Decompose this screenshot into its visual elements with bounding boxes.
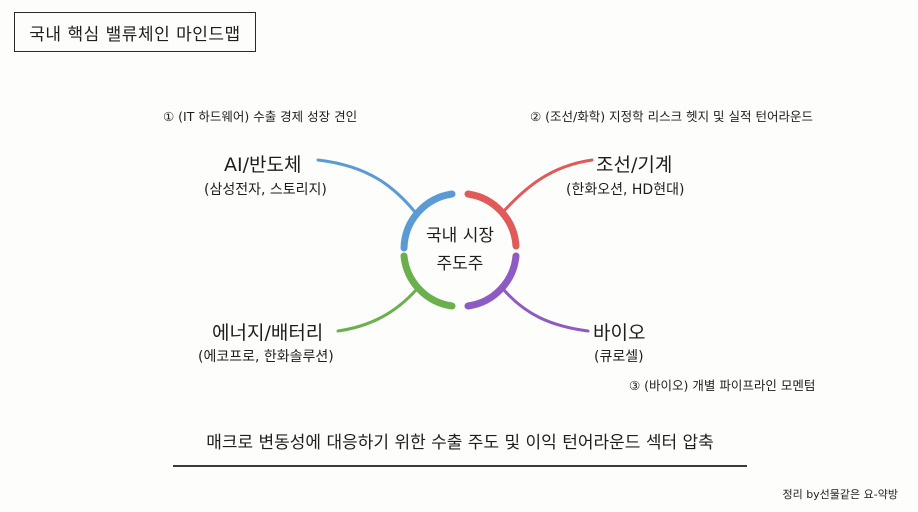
page-title: 국내 핵심 밸류체인 마인드맵 [14,12,256,52]
center-line-1: 국내 시장 [426,226,494,246]
branch-line-energy [336,288,418,333]
branch-line-ship [501,158,594,214]
branch-line-bio [502,288,590,333]
center-node: 국내 시장 주도주 [400,222,520,278]
branch-energy-title: 에너지/배터리 [212,322,324,344]
branch-ship-title: 조선/기계 [596,154,673,176]
ring-arc-red [464,190,520,250]
note-bio: ③ (바이오) 개별 파이프라인 모멘텀 [629,378,816,393]
branch-bio-sub: (큐로셀) [594,349,644,365]
ring-arc-purple [464,252,520,310]
credit-text: 정리 by선물같은 요-약방 [782,488,898,501]
note-shipbuilding: ② (조선/화학) 지정학 리스크 헷지 및 실적 턴어라운드 [530,109,813,124]
branch-bio-title: 바이오 [593,322,646,344]
branch-line-ai [316,158,417,214]
branch-ai-sub: (삼성전자, 스토리지) [204,182,327,198]
ring-arc-blue [400,190,456,252]
note-it-hardware: ① (IT 하드웨어) 수출 경제 성장 견인 [163,109,358,124]
branch-ai-title: AI/반도체 [224,154,302,176]
summary-text: 매크로 변동성에 대응하기 위한 수출 주도 및 이익 턴어라운드 섹터 압축 [206,433,714,453]
summary-underline [173,465,747,467]
ring-arc-green [400,252,456,310]
branch-energy-sub: (에코프로, 한화솔루션) [198,349,334,365]
branch-ship-sub: (한화오션, HD현대) [566,182,685,198]
center-line-2: 주도주 [436,254,484,274]
title-text: 국내 핵심 밸류체인 마인드맵 [29,24,241,45]
